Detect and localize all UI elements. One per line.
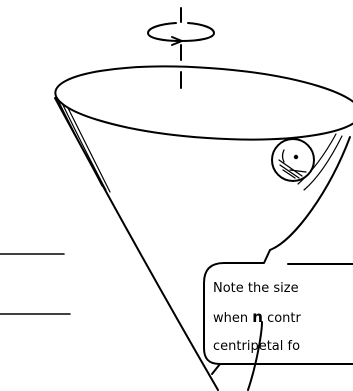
note-line-2-prefix: when <box>213 311 252 326</box>
cone-right-wall-lower <box>247 321 263 391</box>
rotation-arrow-icon <box>147 22 215 46</box>
left-wall-shading <box>55 95 111 193</box>
right-wall-shading <box>297 133 343 191</box>
note-line-2-suffix: contr <box>263 311 302 326</box>
guide-lines <box>0 253 71 315</box>
note-line-2: when n contr <box>213 308 302 326</box>
cone-right-wall <box>269 136 351 251</box>
note-line-1: Note the size <box>213 281 299 296</box>
note-symbol-n: n <box>252 308 263 326</box>
ball-icon <box>271 138 315 182</box>
note-line-3: centripetal fo <box>213 339 300 354</box>
cone-rim <box>54 65 353 141</box>
note-callout <box>203 249 353 375</box>
